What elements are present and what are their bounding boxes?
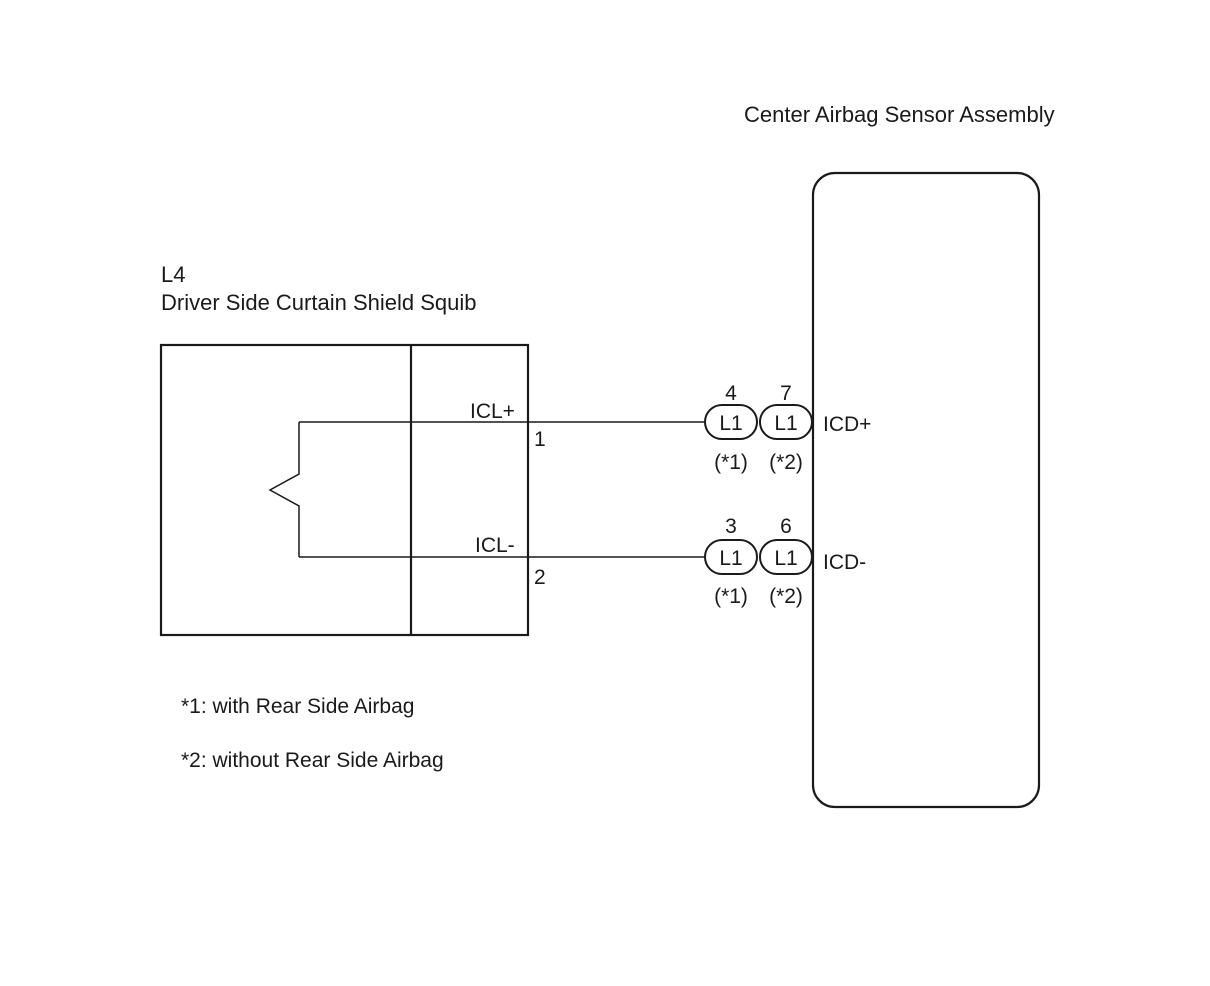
footnote-1: *1: with Rear Side Airbag	[181, 695, 414, 718]
connector-group-plus: 4 7 L1 L1 (*1) (*2)	[704, 382, 813, 474]
connector-pin-number: 3	[725, 515, 737, 538]
connector-l1-shape	[704, 539, 758, 575]
connector-l1-shape	[759, 404, 813, 440]
sensor-title: Center Airbag Sensor Assembly	[744, 102, 1055, 127]
sensor-pin-icd-plus: ICD+	[823, 413, 871, 436]
connector-l1-shape	[704, 404, 758, 440]
connector-group-minus: 3 6 L1 L1 (*1) (*2)	[704, 515, 813, 608]
connector-pin-number: 4	[725, 382, 737, 405]
connector-code: L1	[719, 547, 742, 570]
connector-code: L1	[774, 547, 797, 570]
squib-element-symbol	[268, 422, 300, 557]
connector-code: L1	[774, 412, 797, 435]
connector-code: L1	[719, 412, 742, 435]
squib-code: L4	[161, 262, 185, 287]
sensor-pin-icd-minus: ICD-	[823, 551, 866, 574]
pin-name-icl-plus: ICL+	[470, 400, 515, 423]
connector-l1-shape	[759, 539, 813, 575]
pin-number-2: 2	[534, 566, 546, 589]
connector-note: (*1)	[714, 585, 748, 608]
squib-box	[159, 343, 530, 637]
sensor-box	[811, 171, 1041, 809]
connector-pin-number: 7	[780, 382, 792, 405]
footnote-2: *2: without Rear Side Airbag	[181, 749, 444, 772]
squib-title: Driver Side Curtain Shield Squib	[161, 290, 477, 315]
pin-number-1: 1	[534, 428, 546, 451]
connector-note: (*2)	[769, 585, 803, 608]
connector-note: (*2)	[769, 451, 803, 474]
connector-note: (*1)	[714, 451, 748, 474]
connector-pin-number: 6	[780, 515, 792, 538]
pin-name-icl-minus: ICL-	[475, 534, 515, 557]
